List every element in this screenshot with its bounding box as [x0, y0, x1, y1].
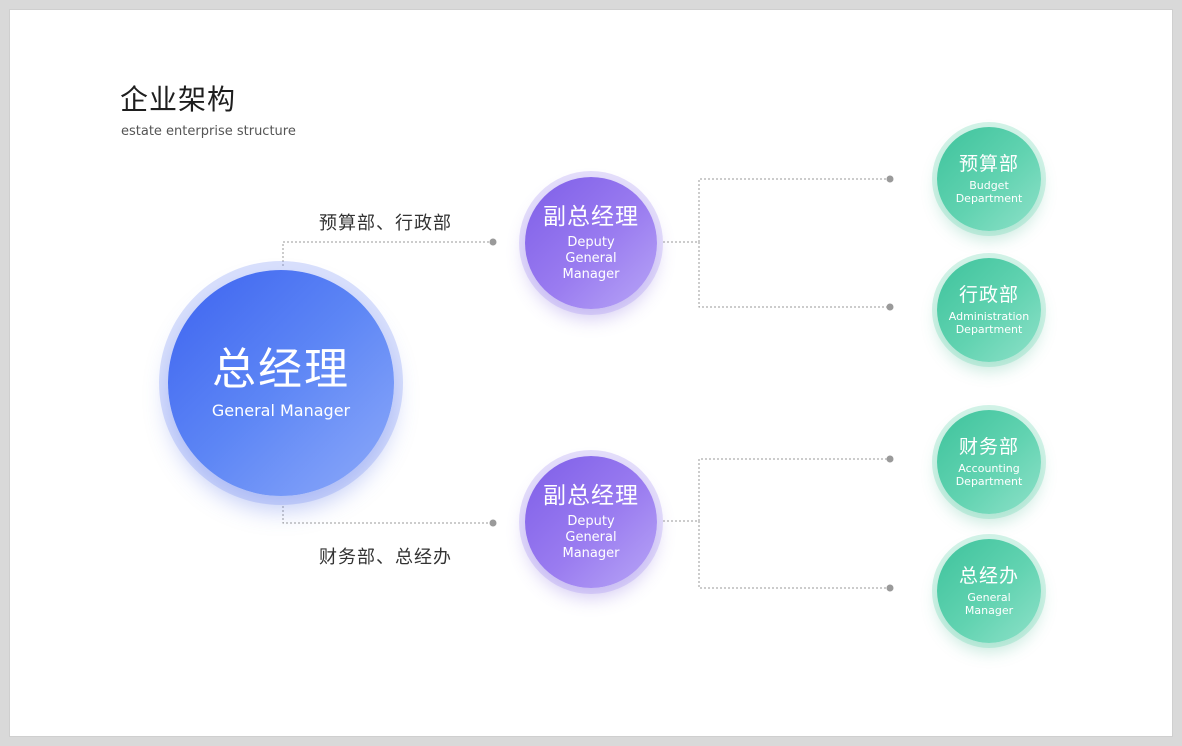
connector-deputy-2-dept-1: [698, 458, 890, 521]
department-node-accounting: 财务部 Accounting Department: [937, 410, 1041, 514]
branch-label-upper: 预算部、行政部: [319, 213, 452, 234]
node-title-zh: 总经办: [958, 564, 1019, 587]
deputy-manager-node-upper: 副总经理 Deputy General Manager: [525, 177, 657, 309]
connector-dot: [886, 303, 894, 311]
node-title-en: General Manager: [964, 590, 1014, 617]
branch-label-lower: 财务部、总经办: [319, 547, 452, 568]
node-title-en: Deputy General Manager: [562, 235, 620, 282]
node-title-zh: 副总经理: [543, 482, 639, 509]
node-title-en: Accounting Department: [955, 461, 1023, 488]
connector-dot: [886, 175, 894, 183]
connector-dot: [489, 519, 497, 527]
node-title-en: Administration Department: [948, 309, 1030, 336]
connector-deputy-1-dept-1: [698, 178, 890, 242]
connector-dot: [886, 584, 894, 592]
department-node-budget: 预算部 Budget Department: [937, 127, 1041, 231]
connector-dot: [886, 455, 894, 463]
node-title-zh: 预算部: [958, 152, 1019, 175]
node-title-zh: 副总经理: [543, 203, 639, 230]
deputy-manager-node-lower: 副总经理 Deputy General Manager: [525, 456, 657, 588]
node-title-en: Deputy General Manager: [562, 514, 620, 561]
general-manager-node: 总经理 General Manager: [168, 270, 394, 496]
department-node-administration: 行政部 Administration Department: [937, 258, 1041, 362]
department-node-general-office: 总经办 General Manager: [937, 539, 1041, 643]
connector-deputy-2-dept-2: [698, 521, 890, 589]
node-title-zh: 财务部: [958, 435, 1019, 458]
connector-dot: [489, 238, 497, 246]
connector-gm-deputy-1: [282, 241, 493, 266]
node-title-en: Budget Department: [955, 178, 1023, 205]
node-title-zh: 总经理: [212, 344, 350, 396]
connector-deputy-1-dept-2: [698, 242, 890, 308]
page-subtitle: estate enterprise structure: [121, 124, 296, 139]
node-title-zh: 行政部: [958, 283, 1019, 306]
node-title-en: General Manager: [211, 400, 351, 420]
connector-gm-deputy-2: [282, 506, 493, 524]
page-title: 企业架构: [120, 83, 237, 116]
